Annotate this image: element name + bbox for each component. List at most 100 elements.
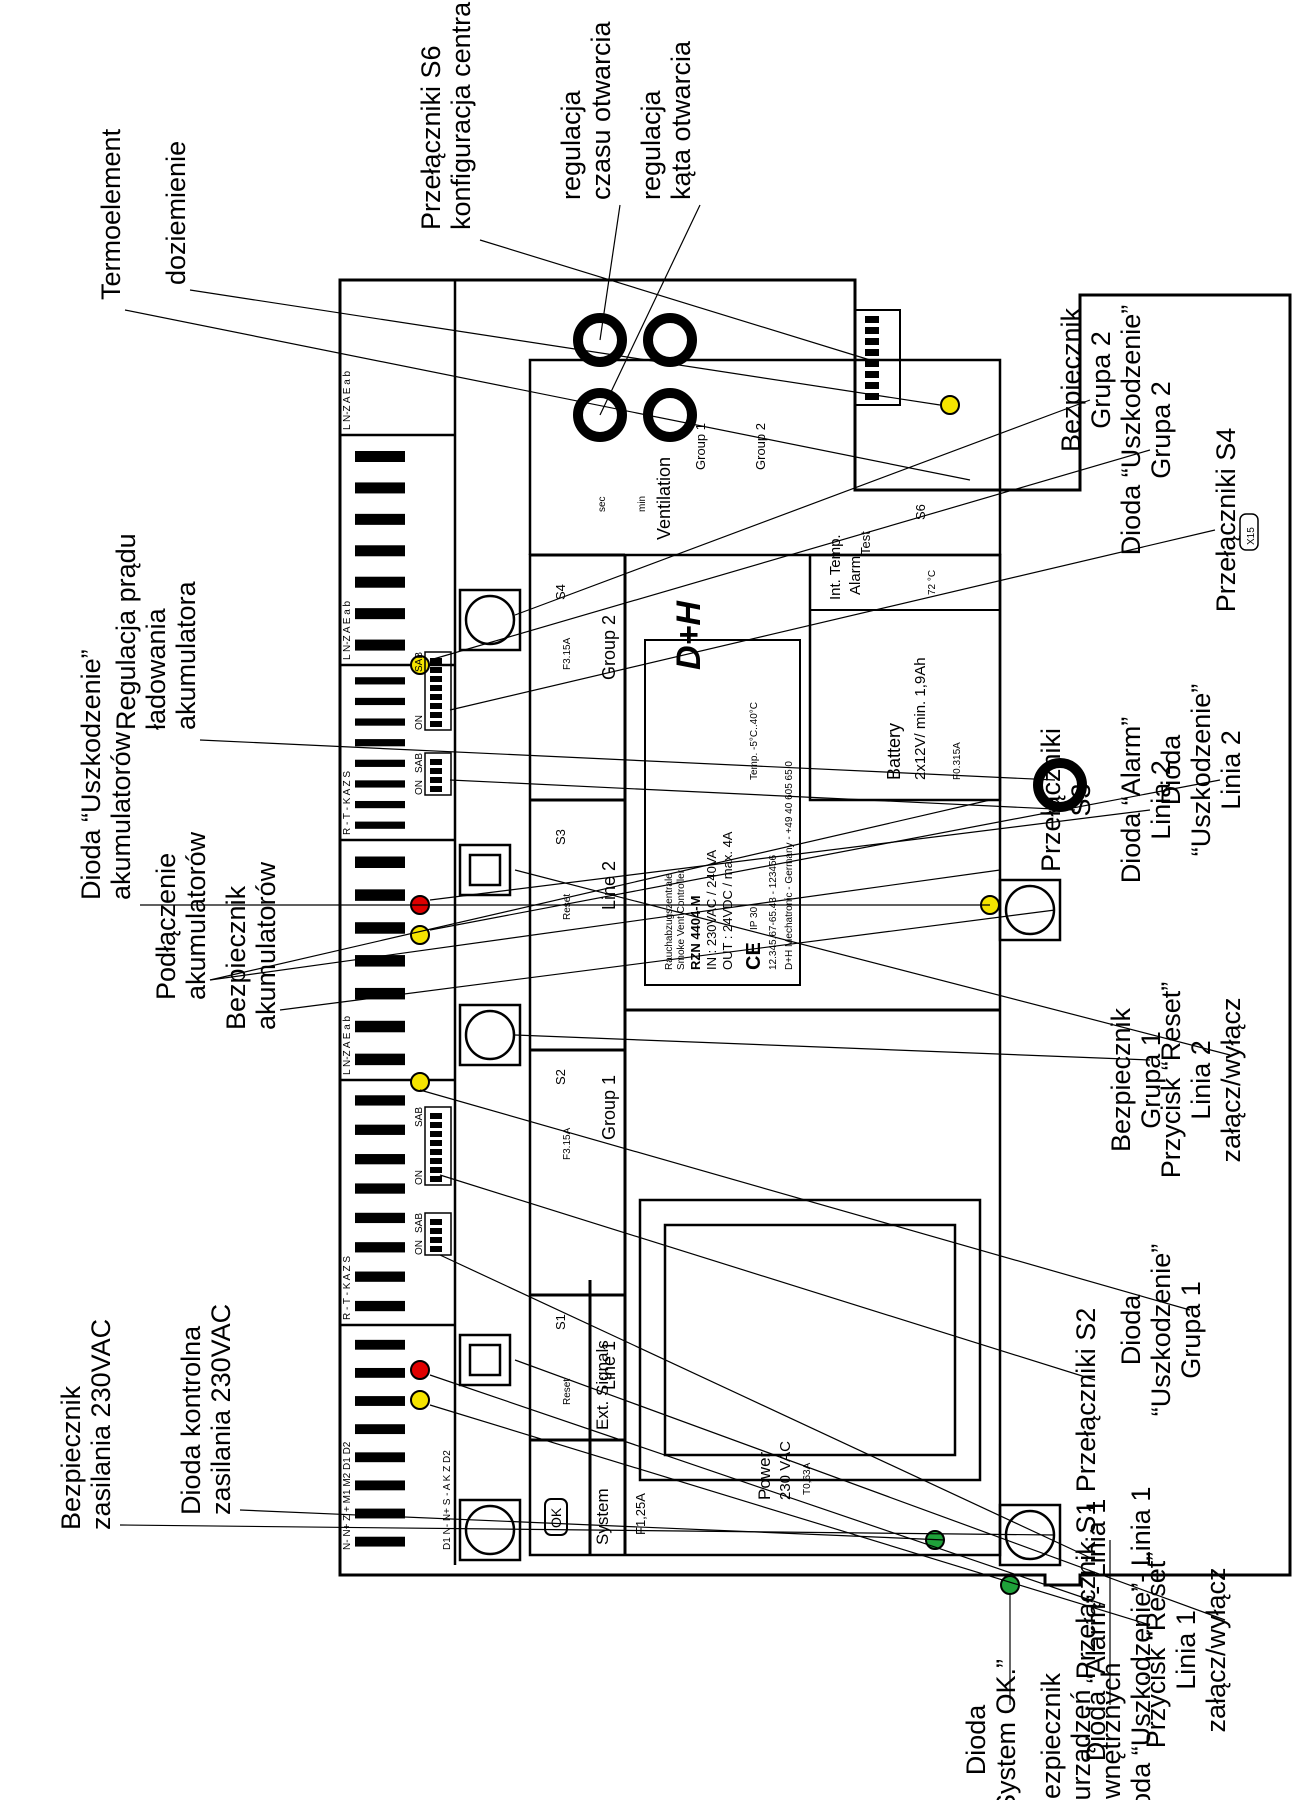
terminal-pin[interactable] (355, 1300, 405, 1312)
dip-switch[interactable] (424, 651, 452, 731)
leader-line (514, 1359, 1226, 1621)
callout-line: urządzeń (1066, 1689, 1096, 1800)
dip-key[interactable] (430, 777, 442, 783)
dip-key[interactable] (865, 338, 879, 345)
terminal-pin[interactable] (355, 718, 405, 726)
terminal-pin[interactable] (355, 482, 405, 494)
terminal-pin[interactable] (355, 759, 405, 767)
leds (410, 395, 1020, 1595)
terminal-row-label: D1 N- N+ S - A K Z D2 (442, 1450, 453, 1550)
dip-key[interactable] (430, 1131, 442, 1137)
terminal-pin[interactable] (355, 1339, 405, 1350)
dip-switch[interactable] (424, 752, 452, 796)
terminal-pin[interactable] (355, 856, 405, 869)
dip-key[interactable] (430, 1167, 442, 1173)
dip-key[interactable] (430, 1228, 442, 1234)
terminal-pin[interactable] (355, 889, 405, 901)
terminal-pin[interactable] (355, 1271, 405, 1282)
terminal-pin[interactable] (355, 780, 405, 788)
leader-line (429, 809, 1151, 901)
terminal-pin[interactable] (355, 545, 405, 557)
int-temp-label: Int. Temp. (827, 534, 844, 600)
callout-line: Przełączniki (1036, 728, 1066, 872)
terminal-pin[interactable] (355, 1020, 405, 1033)
terminal-pin[interactable] (355, 1095, 405, 1106)
dip-key[interactable] (430, 1246, 442, 1252)
terminal-pin[interactable] (355, 922, 405, 934)
dip-key[interactable] (430, 694, 442, 700)
terminal-pin[interactable] (355, 821, 405, 829)
terminal-row-label: L N-Z A E a b (342, 370, 353, 430)
terminal-pin[interactable] (355, 1242, 405, 1253)
terminal-pin[interactable] (355, 608, 405, 620)
pot-angle-group1[interactable] (573, 388, 627, 442)
dip-key[interactable] (430, 1237, 442, 1243)
fuse-group2[interactable] (464, 594, 516, 646)
reset-button-line2[interactable] (458, 843, 512, 897)
callout-line: Bezpiecznik (1036, 1672, 1066, 1800)
dip-key[interactable] (865, 382, 879, 389)
terminal-pin[interactable] (355, 1124, 405, 1135)
terminal-pin[interactable] (355, 451, 405, 462)
terminal-pin[interactable] (355, 1154, 405, 1165)
callout-dioda-alarm-linia1: Dioda “Alarm”- Linia 1 (1081, 1499, 1111, 1762)
dip-key[interactable] (430, 676, 442, 682)
s6-label: S6 (913, 504, 928, 520)
dip-key[interactable] (430, 1219, 442, 1225)
dip-key[interactable] (865, 327, 879, 334)
dip-key[interactable] (430, 1158, 442, 1164)
dip-key[interactable] (430, 1140, 442, 1146)
dip-key[interactable] (430, 1113, 442, 1119)
dip-key[interactable] (865, 371, 879, 378)
pot-charge-current[interactable] (1033, 758, 1087, 812)
dip-key[interactable] (430, 685, 442, 691)
terminal-pin[interactable] (355, 513, 405, 525)
dip-switch[interactable] (424, 1106, 452, 1186)
leader-line (514, 869, 1231, 1056)
dip-key[interactable] (430, 1149, 442, 1155)
dip-key[interactable] (865, 360, 879, 367)
callout-line: Przełącznik S1 (1071, 1501, 1101, 1680)
pot-time-group1[interactable] (573, 313, 627, 367)
terminal-pin[interactable] (355, 677, 405, 685)
dip-key[interactable] (865, 349, 879, 356)
callout-dioda-uszk-linia2: Dioda“Uszkodzenie”Linia 2 (1156, 684, 1246, 857)
callout-line: S3 (1066, 783, 1096, 816)
transformer-core (663, 1223, 957, 1457)
terminal-pin[interactable] (355, 1183, 405, 1194)
terminal-pin[interactable] (355, 697, 405, 706)
dip-key[interactable] (430, 1122, 442, 1128)
terminal-pin[interactable] (355, 1480, 405, 1491)
dip-key[interactable] (430, 759, 442, 765)
terminal-pin[interactable] (355, 1053, 405, 1066)
dip-key[interactable] (430, 1176, 442, 1182)
terminal-pin[interactable] (355, 1536, 405, 1547)
dip-switch-s6[interactable] (854, 309, 901, 406)
dip-key[interactable] (430, 768, 442, 774)
dip-key[interactable] (865, 316, 879, 323)
terminal-pin[interactable] (355, 1212, 405, 1224)
pot-angle-group2[interactable] (643, 388, 697, 442)
terminal-pin[interactable] (355, 1396, 405, 1406)
terminal-pin[interactable] (355, 739, 405, 747)
ventilation-label: Ventilation (654, 457, 674, 540)
terminal-pin[interactable] (355, 1452, 405, 1463)
dip-key[interactable] (430, 703, 442, 709)
terminal-pin[interactable] (355, 1367, 405, 1378)
fuse-ext[interactable] (464, 1504, 516, 1556)
dip-switch[interactable] (424, 1212, 452, 1256)
dip-key[interactable] (430, 712, 442, 718)
fuse-group1[interactable] (464, 1009, 516, 1061)
pot-time-group2[interactable] (643, 313, 697, 367)
terminal-pin[interactable] (355, 639, 405, 651)
dip-key[interactable] (430, 667, 442, 673)
callout-przelaczniki-s2: Przełączniki S2 (1071, 1308, 1101, 1493)
reset-button-line1[interactable] (458, 1333, 512, 1387)
fuse-battery[interactable] (1004, 884, 1056, 936)
terminal-pin[interactable] (355, 1424, 405, 1435)
dip-key[interactable] (430, 786, 442, 792)
terminal-pin[interactable] (355, 576, 405, 588)
dip-key[interactable] (430, 721, 442, 727)
terminal-pin[interactable] (355, 800, 405, 809)
terminal-pin[interactable] (355, 987, 405, 1000)
